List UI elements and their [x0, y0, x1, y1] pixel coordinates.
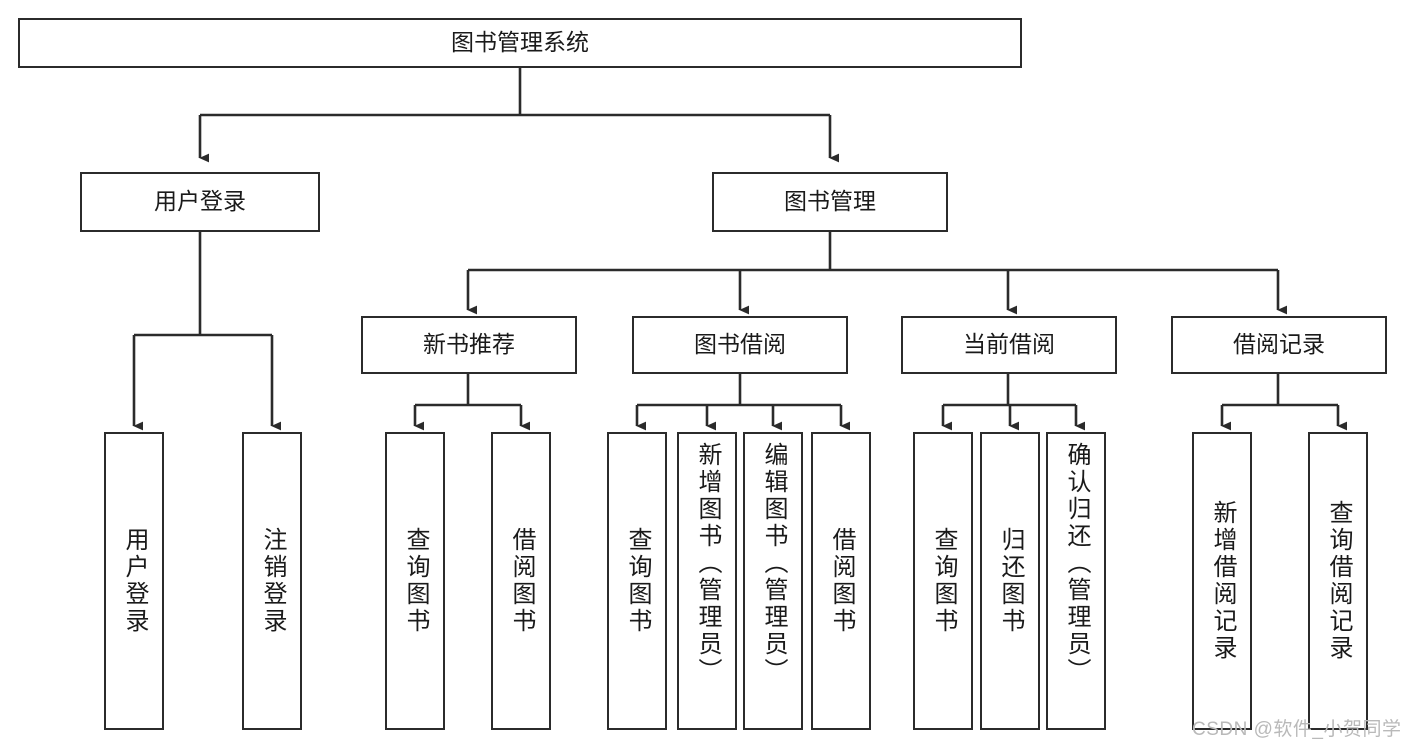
node-leaf-return-book[interactable]: 归还图书 — [980, 432, 1040, 730]
node-leaf-borrow-book-1[interactable]: 借阅图书 — [491, 432, 551, 730]
node-label: 借阅图书 — [828, 527, 855, 635]
node-current-borrow[interactable]: 当前借阅 — [901, 316, 1117, 374]
node-label: 编辑图书（管理员） — [760, 442, 787, 685]
node-label: 借阅图书 — [508, 527, 535, 635]
node-label: 确认归还（管理员） — [1063, 442, 1090, 685]
node-label: 查询图书 — [624, 527, 651, 635]
node-label: 新增图书（管理员） — [694, 442, 721, 685]
node-label: 新增借阅记录 — [1209, 500, 1236, 662]
edge-group-borrow-record — [1220, 374, 1348, 431]
node-leaf-borrow-book-2[interactable]: 借阅图书 — [811, 432, 871, 730]
edge-group-book-borrow — [635, 374, 851, 431]
node-book-management[interactable]: 图书管理 — [712, 172, 948, 232]
node-root-system[interactable]: 图书管理系统 — [18, 18, 1022, 68]
node-leaf-query-book-1[interactable]: 查询图书 — [385, 432, 445, 730]
node-label: 用户登录 — [121, 527, 148, 635]
node-leaf-query-book-2[interactable]: 查询图书 — [607, 432, 667, 730]
node-leaf-query-record[interactable]: 查询借阅记录 — [1308, 432, 1368, 730]
node-label: 图书管理 — [784, 188, 876, 215]
node-label: 用户登录 — [154, 188, 246, 215]
node-label: 注销登录 — [259, 527, 286, 635]
edge-group-user-login — [132, 232, 282, 431]
edge-group-book-management — [466, 232, 1288, 315]
node-leaf-logout[interactable]: 注销登录 — [242, 432, 302, 730]
node-leaf-confirm-return[interactable]: 确认归还（管理员） — [1046, 432, 1106, 730]
edge-group-root — [198, 68, 840, 163]
node-leaf-user-login[interactable]: 用户登录 — [104, 432, 164, 730]
edge-group-current-borrow — [941, 374, 1086, 431]
node-label: 当前借阅 — [963, 331, 1055, 358]
node-label: 查询借阅记录 — [1325, 500, 1352, 662]
node-label: 新书推荐 — [423, 331, 515, 358]
node-label: 归还图书 — [997, 527, 1024, 635]
node-label: 借阅记录 — [1233, 331, 1325, 358]
node-label: 查询图书 — [402, 527, 429, 635]
node-leaf-add-record[interactable]: 新增借阅记录 — [1192, 432, 1252, 730]
node-leaf-add-book[interactable]: 新增图书（管理员） — [677, 432, 737, 730]
node-label: 图书管理系统 — [451, 29, 589, 56]
node-book-borrow[interactable]: 图书借阅 — [632, 316, 848, 374]
node-borrow-record[interactable]: 借阅记录 — [1171, 316, 1387, 374]
node-label: 查询图书 — [930, 527, 957, 635]
edge-group-new-book-recommend — [413, 374, 531, 431]
node-user-login[interactable]: 用户登录 — [80, 172, 320, 232]
node-new-book-recommend[interactable]: 新书推荐 — [361, 316, 577, 374]
node-label: 图书借阅 — [694, 331, 786, 358]
node-leaf-edit-book[interactable]: 编辑图书（管理员） — [743, 432, 803, 730]
node-leaf-query-book-3[interactable]: 查询图书 — [913, 432, 973, 730]
